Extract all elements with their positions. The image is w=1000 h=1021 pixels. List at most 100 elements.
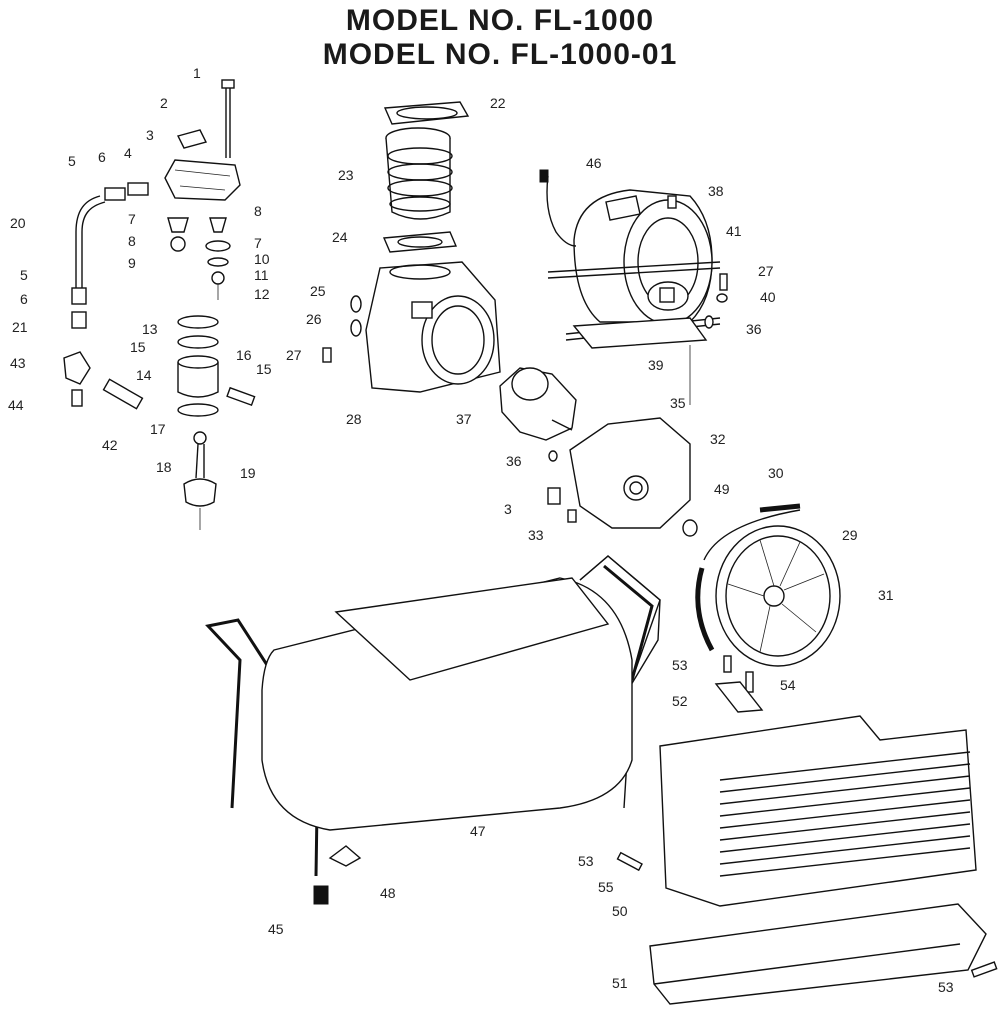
callout-55: 55 [598,879,614,895]
callout-13: 13 [142,321,158,337]
valve-parts [167,217,231,300]
callout-47: 47 [470,823,486,839]
discharge-tube [71,195,106,329]
belt [695,503,801,652]
model-title-1: MODEL NO. FL-1000 [345,4,655,37]
callout-53b: 53 [578,853,594,869]
callout-22: 22 [490,95,506,111]
callout-11: 11 [254,267,269,283]
callout-4: 4 [124,145,132,161]
callout-49: 49 [714,481,730,497]
callout-41: 41 [726,223,742,239]
callout-10: 10 [254,251,270,267]
piston [177,355,219,417]
callout-29: 29 [842,527,858,543]
cylinder [385,127,453,220]
flywheel [715,525,841,667]
bearing-carrier [547,417,691,529]
oil-plugs [322,295,362,363]
callout-43: 43 [10,355,26,371]
callout-25: 25 [310,283,326,299]
callout-31: 31 [878,587,894,603]
callout-36a: 36 [746,321,762,337]
callout-26: 26 [306,311,322,327]
callout-39: 39 [648,357,664,373]
piston-rings [177,315,219,349]
head-bolt [221,79,235,158]
fitting-elbow [104,182,149,201]
callout-8b: 8 [254,203,262,219]
callout-44: 44 [8,397,24,413]
callout-51: 51 [612,975,628,991]
head-gasket [383,101,470,125]
motor-base [572,317,708,349]
callout-30: 30 [768,465,784,481]
callout-15b: 15 [256,361,272,377]
callout-52: 52 [672,693,688,709]
callout-27a: 27 [286,347,302,363]
callout-17: 17 [150,421,166,437]
callout-38: 38 [708,183,724,199]
belt-guard [659,715,977,907]
callout-7a: 7 [128,211,136,227]
callout-5b: 5 [20,267,28,283]
tank-feet [313,845,362,905]
motor-hardware [689,273,728,405]
callout-6b: 6 [20,291,28,307]
crankcase [365,261,501,393]
callout-50: 50 [612,903,628,919]
valve-plate-cap [176,129,208,149]
callout-24: 24 [332,229,348,245]
callout-36b: 36 [506,453,522,469]
callout-33: 33 [528,527,544,543]
cylinder-head [164,159,241,201]
callout-19: 19 [240,465,256,481]
connecting-rod [183,431,217,530]
crankshaft [499,367,577,441]
callout-6: 6 [98,149,106,165]
callout-45: 45 [268,921,284,937]
cylinder-gasket [382,231,458,253]
callout-42: 42 [102,437,118,453]
callout-12: 12 [254,286,270,302]
callout-7b: 7 [254,235,262,251]
callout-23: 23 [338,167,354,183]
air-tank [261,577,633,831]
flywheel-hardware [714,655,764,713]
callout-20: 20 [10,215,26,231]
callout-15a: 15 [130,339,146,355]
callout-3: 3 [146,127,154,143]
callout-54: 54 [780,677,796,693]
guard-screws [616,851,998,978]
unloader-fitting [102,378,144,410]
callout-9: 9 [128,255,136,271]
callout-18: 18 [156,459,172,475]
callout-46: 46 [586,155,602,171]
callout-48: 48 [380,885,396,901]
callout-53a: 53 [672,657,688,673]
callout-35: 35 [670,395,686,411]
callout-16: 16 [236,347,252,363]
callout-3b: 3 [504,501,512,517]
check-valve [63,351,91,407]
callout-28: 28 [346,411,362,427]
wrist-pin [226,386,256,407]
guard-bracket [649,903,987,1005]
callout-40: 40 [760,289,776,305]
shaft-key [682,519,698,537]
motor-pulley [647,281,689,311]
callout-1: 1 [193,65,201,81]
callout-53c: 53 [938,979,954,995]
callout-14: 14 [136,367,152,383]
callout-5: 5 [68,153,76,169]
callout-21: 21 [12,319,28,335]
callout-2: 2 [160,95,168,111]
callout-32: 32 [710,431,726,447]
callout-8a: 8 [128,233,136,249]
part-callouts: 1 2 3 4 5 6 20 7 8 9 8 7 10 11 12 5 6 21… [8,65,954,995]
model-title-2: MODEL NO. FL-1000-01 [322,38,678,71]
callout-37: 37 [456,411,472,427]
callout-27b: 27 [758,263,774,279]
